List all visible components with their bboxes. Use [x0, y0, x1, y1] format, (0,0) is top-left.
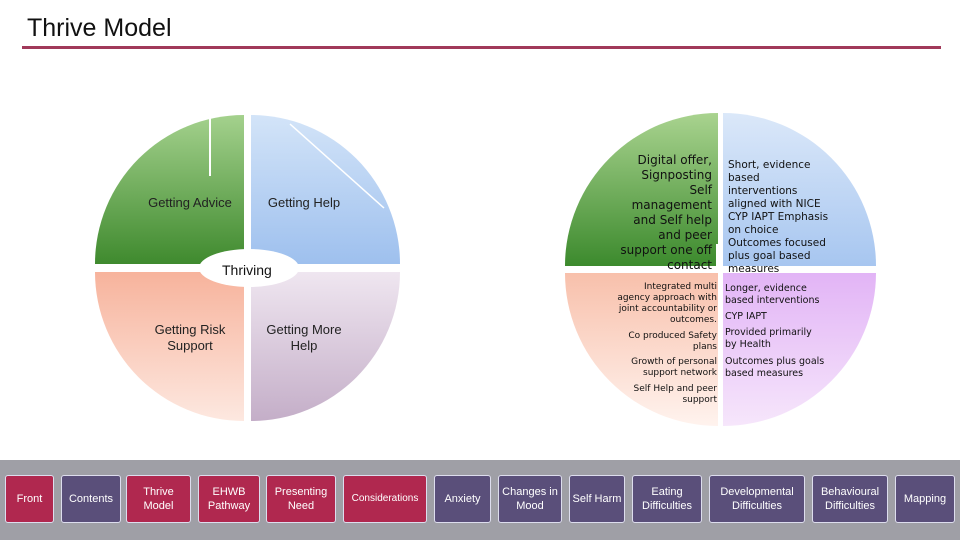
- quadrant-right-more-help: [723, 273, 876, 426]
- nav-thrive-model-button[interactable]: Thrive Model: [126, 475, 191, 523]
- page-title: Thrive Model: [27, 14, 172, 42]
- more-help-item-4: Outcomes plus goals based measures: [725, 356, 825, 379]
- nav-ehwb-pathway-button[interactable]: EHWB Pathway: [198, 475, 260, 523]
- nav-contents-button[interactable]: Contents: [61, 475, 121, 523]
- quadrant-getting-help: [251, 115, 400, 264]
- quadrant-right-risk: [565, 273, 718, 426]
- nav-developmental-difficulties-button[interactable]: Developmental Difficulties: [709, 475, 805, 523]
- risk-item-3: Growth of personal support network: [631, 357, 717, 378]
- quadrant-getting-risk-support: [95, 272, 244, 421]
- more-help-item-3: Provided primarily by Health: [725, 327, 812, 350]
- nav-anxiety-button[interactable]: Anxiety: [434, 475, 491, 523]
- more-help-item-2: CYP IAPT: [725, 311, 767, 322]
- risk-item-2: Co produced Safety plans: [628, 331, 717, 352]
- nav-changes-in-mood-button[interactable]: Changes in Mood: [498, 475, 562, 523]
- quadrant-right-advice: [565, 113, 718, 266]
- nav-eating-difficulties-button[interactable]: Eating Difficulties: [632, 475, 702, 523]
- more-help-item-1: Longer, evidence based interventions: [725, 283, 820, 306]
- nav-self-harm-button[interactable]: Self Harm: [569, 475, 625, 523]
- label-getting-risk-support: Getting Risk Support: [154, 322, 226, 353]
- nav-mapping-button[interactable]: Mapping: [895, 475, 955, 523]
- label-getting-more-help: Getting More Help: [266, 322, 342, 353]
- label-getting-advice: Getting Advice: [148, 195, 232, 210]
- text-advice-description: Digital offer, Signposting Self manageme…: [620, 153, 712, 272]
- thriving-ellipse: [199, 249, 299, 287]
- text-help-description: Short, evidence based interventions alig…: [728, 159, 829, 275]
- title-divider: [22, 46, 941, 49]
- label-getting-help: Getting Help: [267, 195, 341, 210]
- nav-front-button[interactable]: Front: [5, 475, 54, 523]
- nav-behavioural-difficulties-button[interactable]: Behavioural Difficulties: [812, 475, 888, 523]
- label-thriving: Thriving: [222, 262, 272, 278]
- quadrant-getting-advice: [95, 115, 244, 264]
- quadrant-right-help: [723, 113, 876, 266]
- quadrant-getting-more-help: [251, 272, 400, 421]
- nav-considerations-button[interactable]: Considerations: [343, 475, 427, 523]
- risk-item-1: Integrated multi agency approach with jo…: [617, 282, 717, 325]
- thrive-diagram-left: [95, 113, 876, 426]
- nav-presenting-need-button[interactable]: Presenting Need: [266, 475, 336, 523]
- risk-item-4: Self Help and peer support: [633, 384, 717, 405]
